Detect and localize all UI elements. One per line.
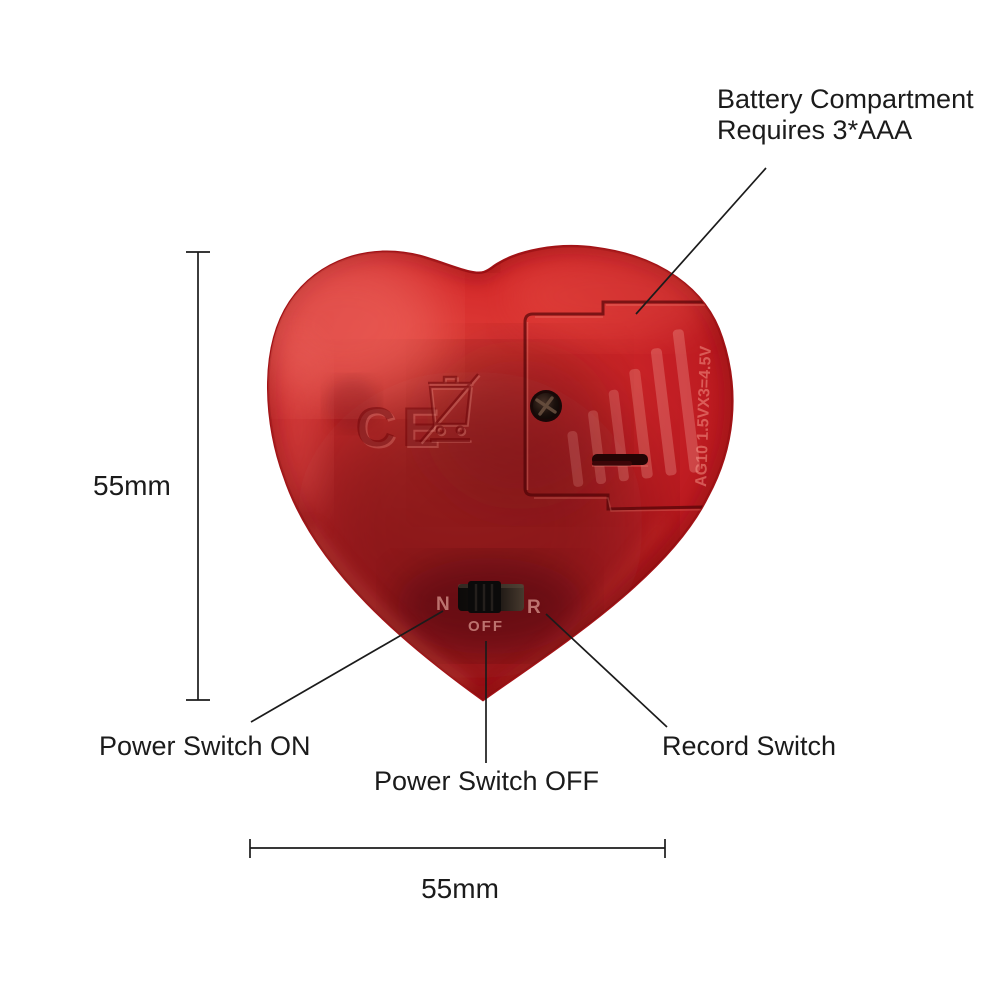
heart-body: AG10 1.5VX3=4.5V [267, 244, 734, 702]
leader-line-record [545, 613, 668, 728]
width-dimension-label: 55mm [421, 873, 499, 904]
height-dimension-label: 55mm [93, 470, 171, 501]
power-switch-off-label: Power Switch OFF [374, 766, 600, 796]
switch-off-marking: OFF [468, 618, 504, 635]
round-recess [326, 378, 378, 430]
leader-line-battery [635, 167, 767, 315]
switch-on-marking: N [436, 594, 450, 615]
power-record-switch [458, 581, 524, 613]
battery-compartment-label: Battery Compartment Requires 3*AAA [717, 84, 974, 146]
switch-record-marking: R [527, 597, 541, 618]
power-switch-on-label: Power Switch ON [99, 731, 311, 761]
pry-slot [592, 454, 648, 467]
svg-text:CE: CE [357, 397, 447, 460]
annotation-lines [186, 167, 767, 858]
left-edge-highlight [268, 330, 328, 520]
battery-spec-molded-text: AG10 1.5VX3=4.5V [693, 345, 715, 487]
battery-screw [530, 390, 562, 422]
svg-text:CE: CE [355, 395, 445, 458]
mid-shadow [425, 340, 615, 510]
width-dimension-line [249, 839, 666, 858]
bottom-right-rim-light [498, 518, 667, 689]
ce-mark: CE CE [355, 395, 447, 460]
weee-icon [419, 373, 481, 445]
battery-label-line2: Requires 3*AAA [717, 115, 913, 145]
leader-line-power-on [250, 610, 444, 723]
bottom-left-rim-light [305, 525, 470, 689]
height-dimension-line [186, 251, 210, 701]
record-switch-label: Record Switch [662, 731, 837, 761]
right-lobe-highlight [507, 248, 717, 344]
battery-label-line1: Battery Compartment [717, 84, 974, 114]
